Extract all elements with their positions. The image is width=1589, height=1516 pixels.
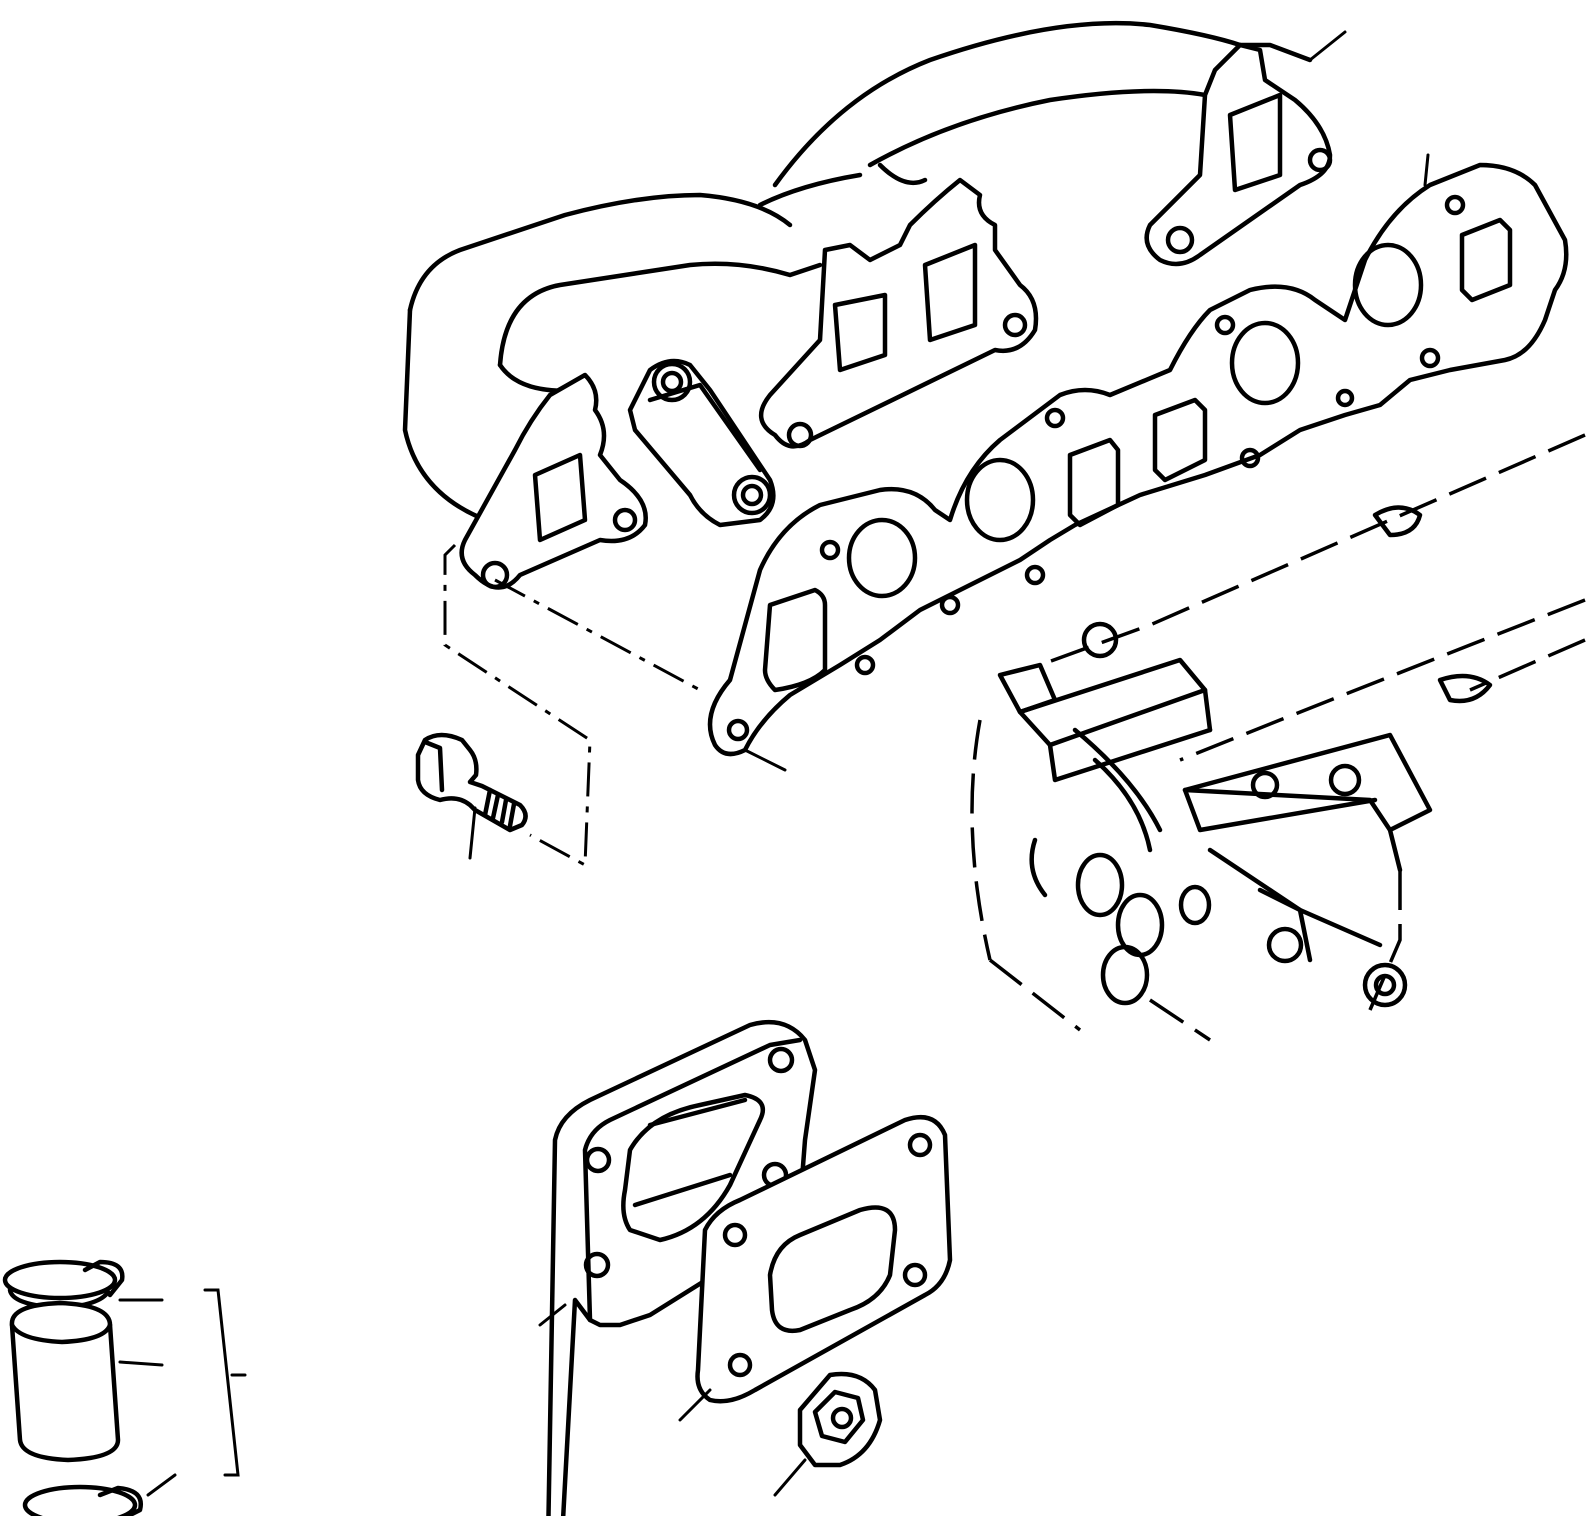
exhaust-manifold [402,20,1347,590]
assembly-centerlines [443,543,701,868]
flange-nut [773,1371,883,1497]
outlet-flange [538,1019,818,1516]
manifold-bolt [415,732,528,860]
flange-gasket [678,1114,953,1422]
manifold-gasket [707,153,1569,772]
hose-assembly [2,1259,247,1516]
cylinder-head [970,433,1586,1042]
